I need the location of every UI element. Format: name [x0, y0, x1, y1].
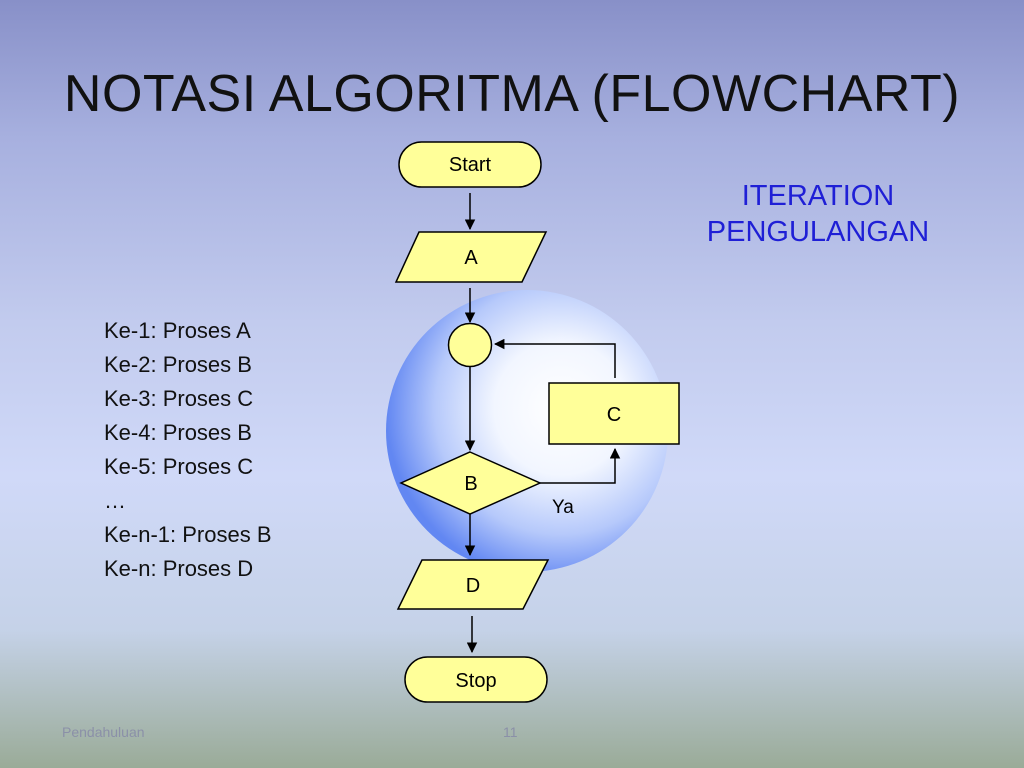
- start-label: Start: [449, 154, 492, 176]
- step-item: Ke-1: Proses A: [104, 318, 251, 343]
- step-item: Ke-2: Proses B: [104, 352, 252, 377]
- step-item: Ke-n: Proses D: [104, 556, 254, 581]
- b-label: B: [464, 473, 477, 495]
- stop-terminator: [404, 656, 548, 703]
- arrow-b-to-c: [540, 447, 621, 484]
- a-label: A: [464, 247, 478, 269]
- stop-label: Stop: [455, 670, 496, 692]
- subtitle-line-2: PENGULANGAN: [706, 216, 930, 248]
- junction-connector: [447, 322, 493, 368]
- start-terminator: [398, 141, 542, 188]
- slide-subtitle: ITERATION PENGULANGAN: [688, 178, 948, 250]
- step-item: Ke-4: Proses B: [104, 420, 252, 445]
- d-io-shape: [396, 559, 550, 610]
- step-item: …: [104, 488, 126, 513]
- step-item: Ke-3: Proses C: [104, 386, 254, 411]
- d-label: D: [466, 575, 480, 597]
- subtitle-line-1: ITERATION: [741, 180, 895, 212]
- iteration-steps-list: Ke-1: Proses A Ke-2: Proses B Ke-3: Pros…: [104, 314, 272, 586]
- step-item: Ke-n-1: Proses B: [104, 522, 272, 547]
- a-io-shape: [394, 231, 548, 283]
- yes-label: Ya: [552, 497, 574, 518]
- b-decision: [399, 451, 542, 515]
- arrow-c-to-junction: [493, 338, 616, 378]
- slide-title: NOTASI ALGORITMA (FLOWCHART): [63, 65, 961, 123]
- c-label: C: [607, 404, 621, 426]
- footer-section-label: Pendahuluan: [62, 724, 145, 740]
- footer-page-number: 11: [503, 724, 518, 740]
- step-item: Ke-5: Proses C: [104, 454, 254, 479]
- c-process: [548, 382, 680, 445]
